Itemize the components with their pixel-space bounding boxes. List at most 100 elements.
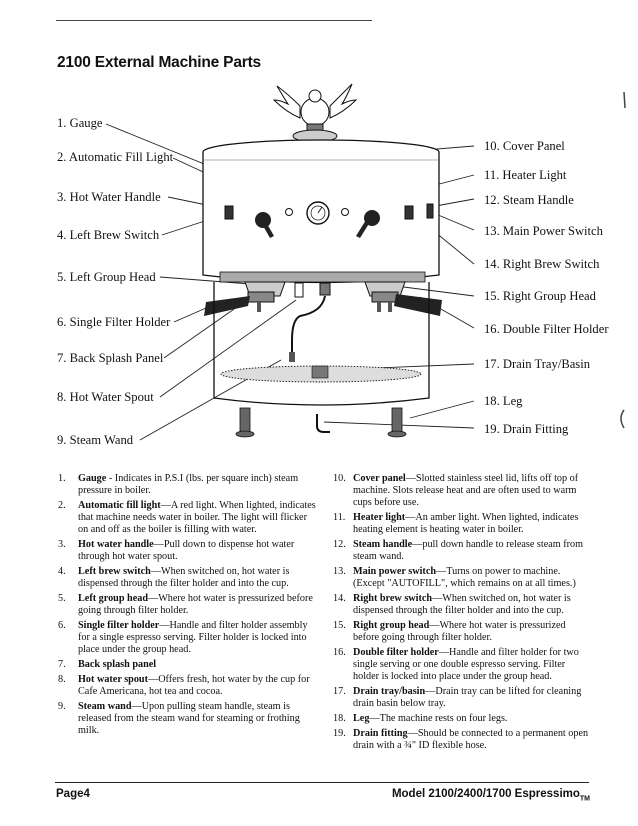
description-item: 4. Left brew switch—When switched on, hot…: [58, 566, 316, 590]
description-item: 11. Heater light—An amber light. When lig…: [333, 512, 589, 536]
description-text: —pull down handle to release steam from …: [353, 539, 584, 562]
footer-rule: [55, 782, 589, 783]
description-term: Drain fitting: [353, 728, 408, 739]
description-term: Cover panel: [353, 473, 406, 484]
description-term: Double filter holder: [353, 647, 439, 658]
description-number: 13.: [333, 566, 346, 577]
label-hot-water-spout: 8. Hot Water Spout: [57, 390, 154, 404]
right-brew-switch-icon: [404, 205, 414, 220]
description-number: 4.: [58, 566, 66, 577]
description-item: 9.Steam wand—Upon pulling steam handle, …: [58, 701, 316, 737]
description-item: 12. Steam handle—pull down handle to rele…: [333, 539, 589, 563]
description-number: 8.: [58, 674, 66, 685]
description-number: 14.: [333, 593, 346, 604]
hot-water-spout-icon: [294, 282, 304, 298]
description-term: Heater light: [353, 512, 406, 523]
description-item: 8. Hot water spout—Offers fresh, hot wate…: [58, 674, 316, 698]
description-text: —A red light. When lighted, indicates th…: [78, 500, 316, 535]
label-left-brew-switch: 4. Left Brew Switch: [57, 228, 160, 242]
label-gauge: 1. Gauge: [57, 116, 103, 130]
left-brew-switch-icon: [224, 205, 234, 220]
label-drain-fitting: 19. Drain Fitting: [484, 422, 569, 436]
description-item: 10. Cover panel—Slotted stainless steel l…: [333, 473, 589, 509]
description-text: —The machine rests on four legs.: [369, 713, 508, 724]
trademark: TM: [579, 795, 590, 803]
drain-fitting-icon: [316, 414, 330, 433]
fill-light-icon: [285, 208, 293, 216]
description-term: Steam handle: [353, 539, 413, 550]
description-term: Leg: [353, 713, 370, 724]
description-item: 16. Double filter holder—Handle and filte…: [333, 647, 589, 683]
description-text: —Pull down to dispense hot water through…: [78, 539, 295, 562]
description-number: 15.: [333, 620, 346, 631]
label-automatic-fill-light: 2. Automatic Fill Light: [57, 150, 174, 164]
machine-diagram: [105, 83, 626, 441]
description-term: Right brew switch: [353, 593, 433, 604]
description-number: 3.: [58, 539, 66, 550]
label-main-power-switch: 13. Main Power Switch: [484, 224, 603, 238]
label-leg: 18. Leg: [484, 394, 523, 408]
label-drain-tray-basin: 17. Drain Tray/Basin: [484, 357, 591, 371]
description-text: —When switched on, hot water is dispense…: [78, 566, 290, 589]
description-text: —Turns on power to machine. (Except "AUT…: [353, 566, 576, 589]
description-item: 3. Hot water handle—Pull down to dispense…: [58, 539, 316, 563]
scan-marks: [620, 91, 626, 429]
description-item: 6.Single filter holder—Handle and filter…: [58, 620, 316, 656]
description-item: 1.Gauge - Indicates in P.S.I (lbs. per s…: [58, 473, 316, 497]
label-steam-wand: 9. Steam Wand: [57, 433, 134, 447]
description-text: —An amber light. When lighted, indicates…: [353, 512, 579, 535]
description-text: - Indicates in P.S.I (lbs. per square in…: [78, 473, 299, 496]
description-term: Gauge: [78, 473, 107, 484]
model-name: Model 2100/2400/1700 EspressimoTM: [391, 788, 590, 803]
description-number: 7.: [58, 659, 66, 670]
description-term: Back splash panel: [78, 659, 157, 670]
description-number: 12.: [333, 539, 346, 550]
page-number: Page4: [56, 788, 90, 800]
description-text: —Handle and filter holder assembly for a…: [78, 620, 308, 655]
description-text: —Slotted stainless steel lid, lifts off …: [353, 473, 579, 508]
description-term: Left group head: [78, 593, 148, 604]
label-steam-handle: 12. Steam Handle: [484, 193, 574, 207]
description-text: —Where hot water is pressurized before g…: [353, 620, 566, 643]
description-item: 14.Right brew switch—When switched on, h…: [333, 593, 589, 617]
description-number: 19.: [333, 728, 346, 739]
hot-water-handle-icon: [255, 212, 274, 238]
description-item: 15. Right group head—Where hot water is p…: [333, 620, 589, 644]
description-text: —Should be connected to a permanent open…: [353, 728, 589, 751]
description-number: 5.: [58, 593, 66, 604]
description-number: 16.: [333, 647, 346, 658]
description-item: 5.Left group head—Where hot water is pre…: [58, 593, 316, 617]
steam-handle-icon: [356, 210, 380, 238]
eagle-ornament: [272, 83, 358, 143]
description-item: 19. Drain fitting—Should be connected to …: [333, 728, 589, 752]
single-filter-holder-icon: [204, 291, 275, 316]
main-power-switch-icon: [426, 203, 434, 219]
description-item: 7. Back splash panel: [58, 659, 316, 671]
description-text: —Offers fresh, hot water by the cup for …: [78, 674, 310, 697]
steam-wand-icon: [291, 295, 326, 356]
description-term: Right group head: [353, 620, 430, 631]
label-back-splash-panel: 7. Back Splash Panel: [57, 351, 164, 365]
label-hot-water-handle: 3. Hot Water Handle: [57, 190, 161, 204]
back-splash-panel: [213, 282, 430, 406]
page-title: 2100 External Machine Parts: [57, 54, 261, 71]
label-cover-panel: 10. Cover Panel: [484, 139, 565, 153]
label-double-filter-holder: 16. Double Filter Holder: [484, 322, 609, 336]
description-number: 11.: [333, 512, 346, 523]
description-number: 18.: [333, 713, 346, 724]
description-term: Hot water spout: [78, 674, 148, 685]
double-filter-holder-icon: [371, 291, 442, 316]
description-number: 10.: [333, 473, 346, 484]
description-term: Drain tray/basin: [353, 686, 426, 697]
description-term: Left brew switch: [78, 566, 151, 577]
description-number: 17.: [333, 686, 346, 697]
descriptions-left: 1.Gauge - Indicates in P.S.I (lbs. per s…: [58, 473, 316, 740]
description-term: Single filter holder: [78, 620, 160, 631]
description-term: Hot water handle: [78, 539, 154, 550]
description-text: —Handle and filter holder for two single…: [353, 647, 579, 682]
description-item: 2.Automatic fill light—A red light. When…: [58, 500, 316, 536]
description-term: Steam wand: [78, 701, 132, 712]
leg-icon: [235, 407, 407, 438]
label-right-brew-switch: 14. Right Brew Switch: [484, 257, 600, 271]
description-number: 2.: [58, 500, 66, 511]
